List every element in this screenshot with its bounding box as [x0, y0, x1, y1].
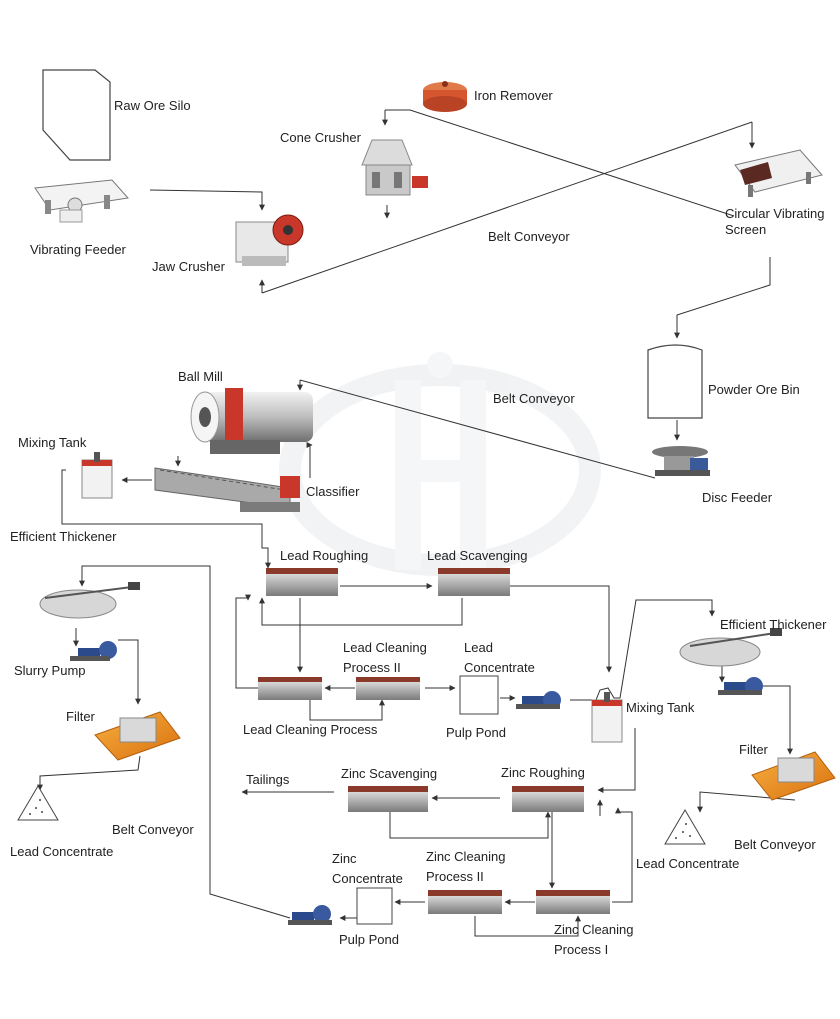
- label-mixing-tank-right: Mixing Tank: [626, 700, 695, 715]
- label-raw-ore-silo: Raw Ore Silo: [114, 98, 191, 113]
- slurry-pump-right: [718, 677, 763, 695]
- label-belt-conveyor-left: Belt Conveyor: [112, 822, 194, 837]
- label-lead-roughing: Lead Roughing: [280, 548, 369, 563]
- label-lead-scavenging: Lead Scavenging: [427, 548, 528, 563]
- jaw-crusher: [235, 214, 304, 266]
- flotation-zinc-scavenging: [348, 786, 428, 812]
- pulp-pond-mid: [459, 675, 499, 715]
- classifier: [154, 467, 300, 512]
- flotation-lead-roughing: [266, 568, 338, 596]
- raw-ore-silo: [42, 69, 111, 161]
- label-zinc-roughing: Zinc Roughing: [501, 765, 585, 780]
- label-circular-vibrating-screen: Circular Vibrating Screen: [725, 206, 825, 237]
- label-ball-mill: Ball Mill: [178, 369, 223, 384]
- vibrating-feeder: [34, 179, 129, 223]
- label-classifier: Classifier: [306, 484, 360, 499]
- flotation-zinc-cleaning-ii: [428, 890, 502, 914]
- mixing-tank-left: [81, 452, 113, 499]
- mixing-tank-right: [591, 692, 623, 743]
- pulp-pond-bottom: [356, 887, 393, 925]
- label-disc-feeder: Disc Feeder: [702, 490, 773, 505]
- label-belt-conveyor-mid: Belt Conveyor: [493, 391, 575, 406]
- circular-vibrating-screen: [734, 149, 823, 197]
- flotation-zinc-cleaning-i: [536, 890, 610, 914]
- label-pulp-pond-mid: Pulp Pond: [446, 725, 506, 740]
- cone-crusher: [361, 139, 428, 196]
- watermark-logo: [279, 352, 601, 576]
- label-filter-right: Filter: [739, 742, 768, 757]
- label-belt-conveyor-right: Belt Conveyor: [734, 837, 816, 852]
- label-filter-left: Filter: [66, 709, 95, 724]
- flotation-lead-cleaning-ii: [356, 677, 420, 700]
- powder-ore-bin: [647, 344, 703, 419]
- label-lead-concentrate-left: Lead Concentrate: [10, 844, 114, 859]
- iron-remover: [423, 81, 467, 112]
- label-zinc-cleaning-process-i: Zinc Cleaning Process I: [554, 922, 634, 957]
- disc-feeder: [652, 446, 710, 476]
- flotation-lead-scavenging: [438, 568, 510, 596]
- slurry-pump-bottom: [288, 905, 332, 925]
- label-zinc-concentrate: Zinc Concentrate: [332, 851, 403, 886]
- flotation-zinc-roughing: [512, 786, 584, 812]
- filter-left: [94, 711, 181, 761]
- slurry-pump-left: [70, 641, 117, 661]
- label-lead-concentrate-mid: Lead Concentrate: [464, 640, 535, 675]
- label-iron-remover: Iron Remover: [474, 88, 553, 103]
- label-efficient-thickener-right: Efficient Thickener: [720, 617, 827, 632]
- label-pulp-pond-bottom: Pulp Pond: [339, 932, 399, 947]
- flow-lines: [37, 109, 796, 937]
- label-cone-crusher: Cone Crusher: [280, 130, 361, 145]
- label-efficient-thickener-left: Efficient Thickener: [10, 529, 117, 544]
- lead-concentrate-pile-left: [17, 785, 59, 821]
- flotation-lead-cleaning: [258, 677, 322, 700]
- label-tailings: Tailings: [246, 772, 290, 787]
- label-zinc-scavenging: Zinc Scavenging: [341, 766, 438, 781]
- efficient-thickener-right: [679, 628, 783, 667]
- filter-right: [751, 751, 836, 801]
- label-zinc-cleaning-process-ii: Zinc Cleaning Process II: [426, 849, 506, 884]
- label-powder-ore-bin: Powder Ore Bin: [708, 382, 800, 397]
- label-lead-cleaning-process: Lead Cleaning Process: [243, 722, 378, 737]
- label-vibrating-feeder: Vibrating Feeder: [30, 242, 126, 257]
- lead-concentrate-pile-right: [664, 809, 706, 845]
- ball-mill: [190, 388, 313, 454]
- label-mixing-tank-left: Mixing Tank: [18, 435, 87, 450]
- label-jaw-crusher: Jaw Crusher: [152, 259, 225, 274]
- label-lead-cleaning-process-ii: Lead Cleaning Process II: [343, 640, 427, 675]
- slurry-pump-mid: [516, 691, 561, 709]
- label-lead-concentrate-right: Lead Concentrate: [636, 856, 740, 871]
- efficient-thickener-left: [39, 582, 141, 619]
- label-belt-conveyor-top: Belt Conveyor: [488, 229, 570, 244]
- label-slurry-pump: Slurry Pump: [14, 663, 86, 678]
